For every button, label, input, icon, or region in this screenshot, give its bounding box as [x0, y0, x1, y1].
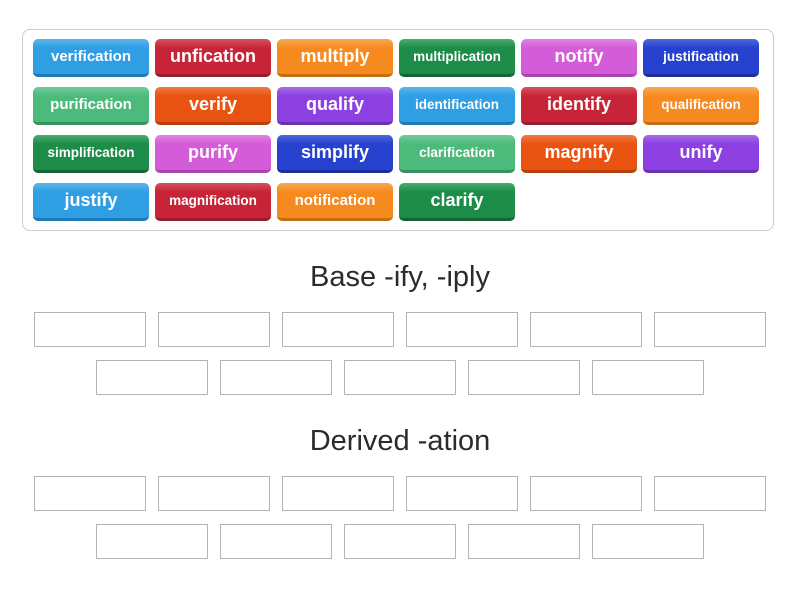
empty-slot[interactable] [220, 524, 332, 559]
word-tile-justification[interactable]: justification [643, 39, 759, 77]
word-tile-multiply[interactable]: multiply [277, 39, 393, 77]
empty-slot[interactable] [96, 524, 208, 559]
empty-slot[interactable] [220, 360, 332, 395]
word-tile-clarification[interactable]: clarification [399, 135, 515, 173]
slot-row [0, 312, 800, 347]
empty-slot[interactable] [654, 312, 766, 347]
empty-slot[interactable] [158, 476, 270, 511]
empty-slot[interactable] [282, 476, 394, 511]
empty-slot[interactable] [530, 476, 642, 511]
word-tile-simplification[interactable]: simplification [33, 135, 149, 173]
word-tile-qualify[interactable]: qualify [277, 87, 393, 125]
slot-row [0, 524, 800, 559]
empty-slot[interactable] [344, 524, 456, 559]
empty-slot[interactable] [158, 312, 270, 347]
slot-rows-derived [0, 476, 800, 559]
word-tile-verification[interactable]: verification [33, 39, 149, 77]
slot-rows-base [0, 312, 800, 395]
group-section-derived: Derived -ation [0, 425, 800, 559]
empty-slot[interactable] [96, 360, 208, 395]
word-tile-simplify[interactable]: simplify [277, 135, 393, 173]
word-tile-justify[interactable]: justify [33, 183, 149, 221]
empty-slot[interactable] [468, 524, 580, 559]
empty-slot[interactable] [34, 476, 146, 511]
group-section-base: Base -ify, -iply [0, 261, 800, 395]
group-title-derived: Derived -ation [309, 425, 491, 457]
empty-slot[interactable] [654, 476, 766, 511]
word-tile-multiplication[interactable]: multiplication [399, 39, 515, 77]
word-tile-verify[interactable]: verify [155, 87, 271, 125]
empty-slot[interactable] [34, 312, 146, 347]
empty-slot[interactable] [344, 360, 456, 395]
empty-slot[interactable] [406, 312, 518, 347]
word-tile-magnify[interactable]: magnify [521, 135, 637, 173]
word-tile-notification[interactable]: notification [277, 183, 393, 221]
word-tile-purify[interactable]: purify [155, 135, 271, 173]
word-tile-identify[interactable]: identify [521, 87, 637, 125]
word-tile-magnification[interactable]: magnification [155, 183, 271, 221]
word-tile-purification[interactable]: purification [33, 87, 149, 125]
empty-slot[interactable] [592, 360, 704, 395]
empty-slot[interactable] [592, 524, 704, 559]
word-tile-qualification[interactable]: qualification [643, 87, 759, 125]
word-tile-clarify[interactable]: clarify [399, 183, 515, 221]
group-title-base: Base -ify, -iply [310, 261, 490, 293]
slot-row [0, 360, 800, 395]
empty-slot[interactable] [468, 360, 580, 395]
empty-slot[interactable] [406, 476, 518, 511]
slot-row [0, 476, 800, 511]
empty-slot[interactable] [282, 312, 394, 347]
word-tile-notify[interactable]: notify [521, 39, 637, 77]
word-tile-identification[interactable]: identification [399, 87, 515, 125]
empty-slot[interactable] [530, 312, 642, 347]
word-tile-unify[interactable]: unify [643, 135, 759, 173]
word-tile-unfication[interactable]: unfication [155, 39, 271, 77]
